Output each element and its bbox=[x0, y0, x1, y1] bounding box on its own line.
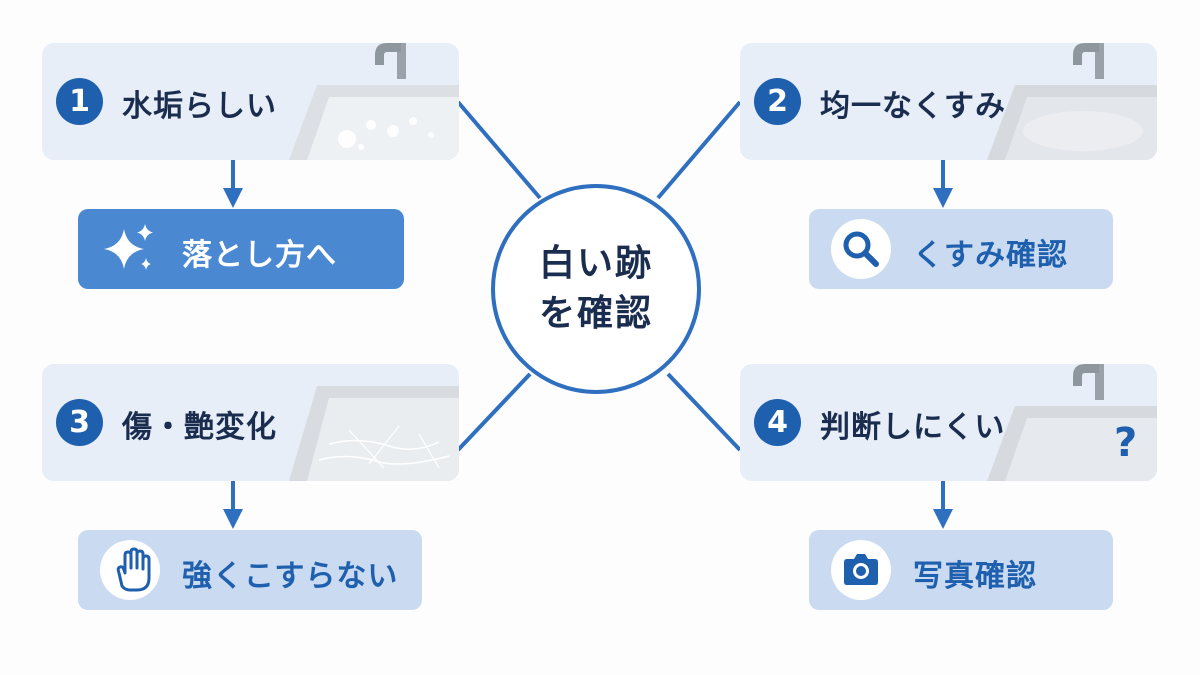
case-title: 均一なくすみ bbox=[820, 89, 1006, 124]
connector-line-2 bbox=[656, 100, 742, 200]
action-label: 落とし方へ bbox=[182, 238, 337, 273]
case-number-badge: 4 bbox=[754, 399, 801, 446]
question-mark: ? bbox=[1114, 420, 1138, 466]
case-title: 傷・艶変化 bbox=[122, 410, 277, 445]
sink-uncertain-icon bbox=[987, 364, 1157, 481]
case-title: 判断しにくい bbox=[820, 410, 1006, 445]
camera-icon bbox=[831, 540, 891, 600]
center-hub: 白い跡を確認 bbox=[491, 184, 701, 394]
sink-scratches-icon bbox=[289, 386, 459, 481]
case-card-1: 1 水垢らしい bbox=[42, 43, 459, 160]
case-number-badge: 3 bbox=[56, 399, 103, 446]
case-card-4: 4 判断しにくい ? bbox=[740, 364, 1157, 481]
sink-water-spots-icon bbox=[289, 43, 459, 160]
hub-label: 白い跡を確認 bbox=[538, 243, 653, 334]
case-number-badge: 1 bbox=[56, 78, 103, 125]
connector-line-3 bbox=[456, 372, 532, 452]
connector-line-1 bbox=[456, 100, 542, 200]
action-card-4[interactable]: 写真確認 bbox=[809, 530, 1113, 610]
action-label: くすみ確認 bbox=[913, 238, 1068, 273]
hand-stop-icon bbox=[100, 540, 160, 600]
case-title: 水垢らしい bbox=[122, 89, 277, 124]
case-card-2: 2 均一なくすみ bbox=[740, 43, 1157, 160]
connector-line-4 bbox=[666, 372, 742, 452]
action-card-3[interactable]: 強くこすらない bbox=[78, 530, 422, 610]
case-card-3: 3 傷・艶変化 bbox=[42, 364, 459, 481]
action-label: 強くこすらない bbox=[182, 559, 399, 594]
case-number-badge: 2 bbox=[754, 78, 801, 125]
sparkle-icon bbox=[100, 219, 160, 279]
magnifier-icon bbox=[831, 219, 891, 279]
action-card-1[interactable]: 落とし方へ bbox=[78, 209, 404, 289]
sink-dull-surface-icon bbox=[987, 43, 1157, 160]
action-card-2[interactable]: くすみ確認 bbox=[809, 209, 1113, 289]
action-label: 写真確認 bbox=[913, 559, 1037, 594]
